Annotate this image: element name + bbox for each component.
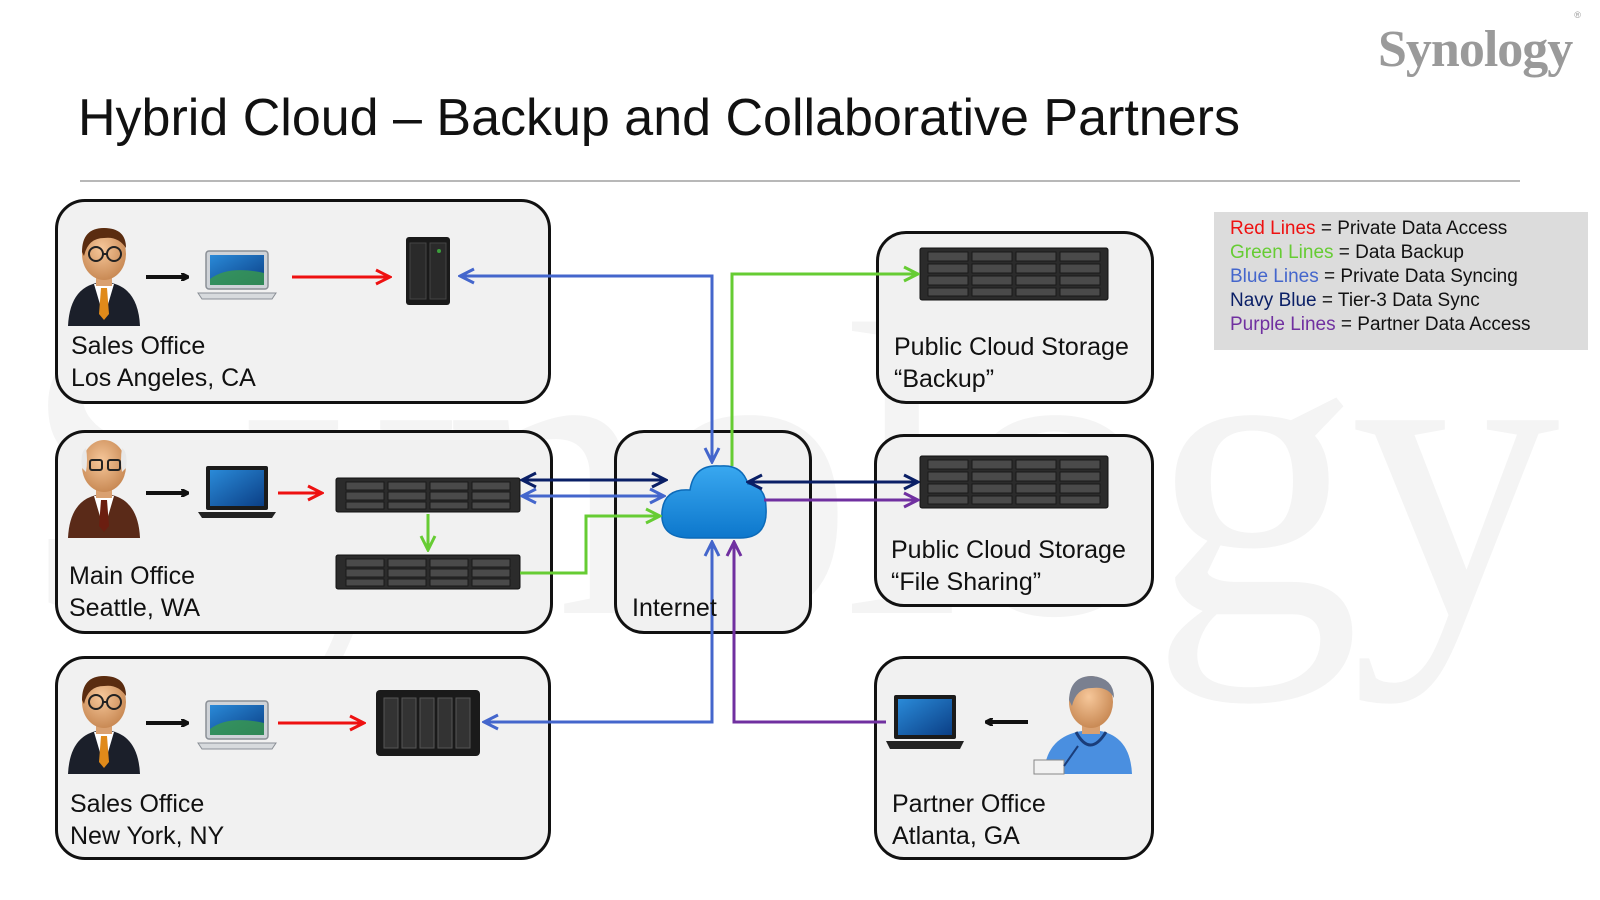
partner-user-icon: [1033, 676, 1132, 775]
sales-la-title: Sales Office: [71, 332, 206, 360]
user-businessman-icon: [68, 676, 140, 774]
blue-sync-line-ny: [484, 544, 714, 722]
sales-ny-title: Sales Office: [70, 790, 205, 818]
legend-item-purple: Purple Lines = Partner Data Access: [1230, 314, 1530, 336]
partner-atlanta-label: Partner Office Atlanta, GA: [892, 788, 1046, 852]
legend-item-red: Red Lines = Private Data Access: [1230, 218, 1507, 240]
registered-mark: ®: [1574, 9, 1581, 20]
green-backup-line-to-internet: [520, 516, 660, 575]
main-seattle-title: Main Office: [69, 562, 195, 590]
sales-la-location: Los Angeles, CA: [71, 364, 256, 392]
logo-text: Synology: [1378, 21, 1573, 78]
legend-desc-purple: = Partner Data Access: [1335, 314, 1531, 335]
sales-ny-location: New York, NY: [70, 822, 225, 850]
legend-key-red: Red Lines: [1230, 218, 1316, 239]
legend-key-navy: Navy Blue: [1230, 290, 1317, 311]
rack-server-icon: [335, 554, 521, 590]
legend-key-blue: Blue Lines: [1230, 266, 1319, 287]
legend-desc-blue: = Private Data Syncing: [1318, 266, 1518, 287]
purple-partner-line-from-partner: [734, 542, 886, 724]
user-businessman-icon: [68, 228, 140, 326]
legend-key-green: Green Lines: [1230, 242, 1334, 263]
main-seattle-label: Main Office Seattle, WA: [69, 560, 200, 624]
partner-atlanta-title: Partner Office: [892, 790, 1046, 818]
legend-item-blue: Blue Lines = Private Data Syncing: [1230, 266, 1518, 288]
storage-array-icon: [919, 455, 1109, 509]
internet-cloud-icon: [661, 465, 767, 539]
line-legend: Red Lines = Private Data Access Green Li…: [1214, 212, 1588, 350]
legend-desc-red: = Private Data Access: [1315, 218, 1508, 239]
rack-server-icon: [335, 477, 521, 513]
legend-item-green: Green Lines = Data Backup: [1230, 242, 1464, 264]
synology-logo: Synology®: [1378, 10, 1581, 79]
cloud-backup-subtitle: “Backup”: [894, 365, 995, 393]
cloud-sharing-subtitle: “File Sharing”: [891, 568, 1042, 596]
cloud-sharing-title: Public Cloud Storage: [891, 536, 1126, 564]
internet-label: Internet: [632, 594, 717, 622]
blue-sync-line-la: [460, 276, 714, 460]
page-title: Hybrid Cloud – Backup and Collaborative …: [78, 89, 1240, 147]
laptop-icon: [886, 695, 964, 749]
legend-desc-navy: = Tier-3 Data Sync: [1316, 290, 1480, 311]
laptop-icon: [197, 700, 277, 750]
nas-2bay-icon: [406, 237, 450, 305]
user-businessman-icon: [68, 440, 140, 538]
title-divider: [80, 180, 1520, 182]
sales-la-label: Sales Office Los Angeles, CA: [71, 330, 256, 394]
laptop-icon: [197, 250, 277, 300]
cloud-sharing-label: Public Cloud Storage “File Sharing”: [891, 534, 1126, 598]
cloud-backup-title: Public Cloud Storage: [894, 333, 1129, 361]
cloud-backup-label: Public Cloud Storage “Backup”: [894, 331, 1129, 395]
main-seattle-location: Seattle, WA: [69, 594, 201, 622]
legend-item-navy: Navy Blue = Tier-3 Data Sync: [1230, 290, 1480, 312]
partner-atlanta-location: Atlanta, GA: [892, 822, 1020, 850]
nas-5bay-icon: [376, 690, 480, 756]
storage-array-icon: [919, 247, 1109, 301]
legend-desc-green: = Data Backup: [1333, 242, 1464, 263]
green-backup-line-to-cloud: [730, 274, 918, 466]
sales-ny-label: Sales Office New York, NY: [70, 788, 224, 852]
laptop-icon: [198, 466, 276, 518]
node-sales-office-la: [55, 199, 551, 404]
legend-key-purple: Purple Lines: [1230, 314, 1336, 335]
